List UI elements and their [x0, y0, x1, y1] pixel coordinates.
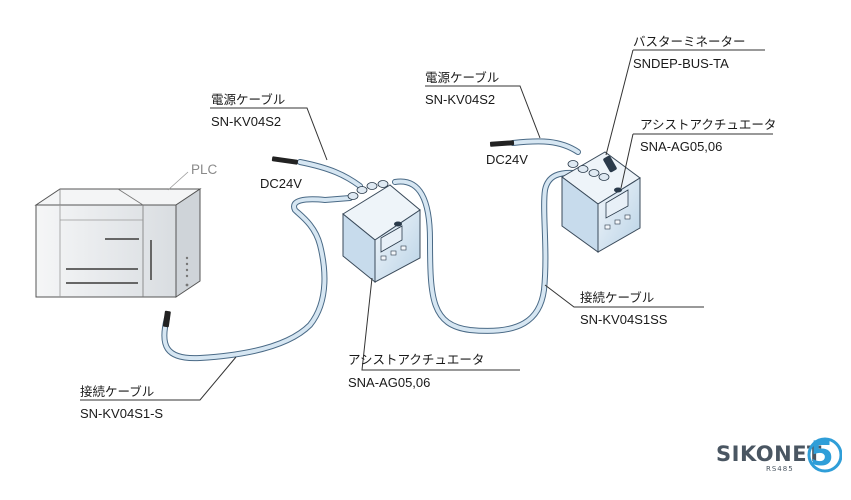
- power-cable-1-title: 電源ケーブル: [211, 92, 286, 107]
- power-cable-2-title: 電源ケーブル: [425, 70, 500, 85]
- logo-ring-icon: [807, 437, 842, 473]
- connect-cable-1-title: 接続ケーブル: [580, 290, 655, 305]
- plc-leader-line: [167, 171, 189, 191]
- dc24v-label-2: DC24V: [486, 152, 528, 167]
- assist-actuator-1-title: アシストアクチュエータ: [348, 352, 485, 367]
- assist-actuator-2-title: アシストアクチュエータ: [640, 117, 777, 132]
- bus-terminator-model: SNDEP-BUS-TA: [633, 56, 729, 71]
- logo-name: SIKONET: [716, 442, 822, 466]
- power-cable-1-model: SN-KV04S2: [211, 114, 282, 129]
- connect-cable-2-model: SN-KV04S1-S: [80, 406, 164, 421]
- logo-sub: RS485: [766, 465, 794, 473]
- power-cable-2-model: SN-KV04S2: [425, 92, 496, 107]
- bus-terminator-device: [603, 155, 617, 173]
- assist-actuator-2-model: SNA-AG05,06: [640, 139, 723, 154]
- assist-actuator-2-device: [561, 151, 641, 253]
- sikonet-logo: SIKONET 5 RS485: [714, 432, 842, 478]
- assist-actuator-1-model: SNA-AG05,06: [348, 375, 431, 390]
- dc24v-label-1: DC24V: [260, 176, 302, 191]
- leader-lines: [80, 49, 773, 401]
- connect-cable-1-model: SN-KV04S1SS: [580, 312, 668, 327]
- bus-terminator-title: バスターミネーター: [633, 34, 746, 49]
- cables: [161, 138, 581, 362]
- connect-cable-2-title: 接続ケーブル: [80, 384, 155, 399]
- logo-number: 5: [810, 434, 834, 474]
- plc-label: PLC: [191, 162, 218, 177]
- plc-unit: [34, 188, 202, 298]
- cable-end-plugs: [162, 140, 515, 328]
- assist-actuator-1-device: [342, 180, 421, 284]
